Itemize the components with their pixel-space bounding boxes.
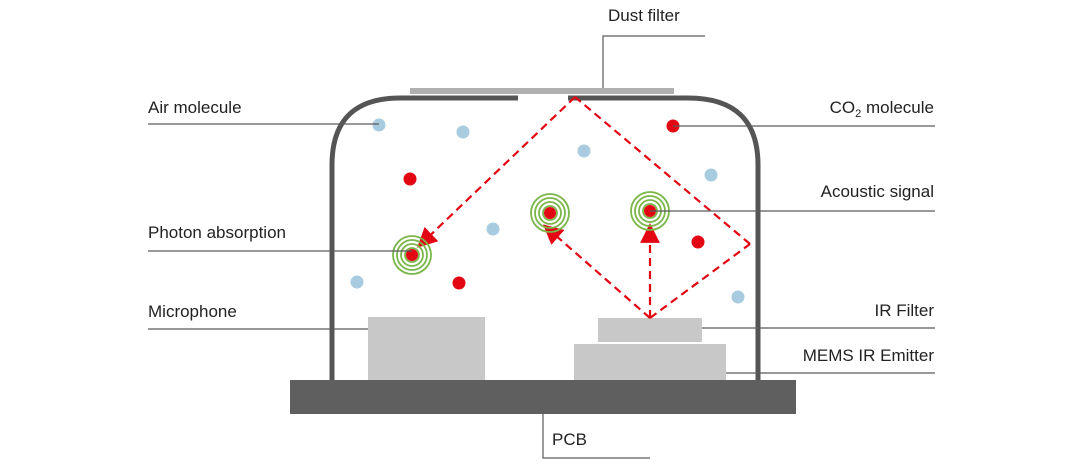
air-molecule: [577, 144, 591, 158]
label-acoustic-signal: Acoustic signal: [821, 182, 934, 201]
label-microphone: Microphone: [148, 302, 237, 321]
leader-lines: [148, 35, 935, 459]
leader-dust-filter: [602, 35, 705, 88]
air-molecule: [456, 125, 470, 139]
dust-filter: [410, 88, 674, 94]
pcb-board: [290, 380, 796, 414]
co2-molecule: [544, 207, 556, 219]
co2-prefix: CO: [830, 98, 856, 117]
mems-ir-emitter: [574, 344, 726, 380]
air-molecule: [372, 118, 386, 132]
co2-molecule: [691, 235, 705, 249]
label-pcb: PCB: [552, 430, 587, 449]
co2-molecule: [403, 172, 417, 186]
ir-beam-reflect-left: [417, 96, 576, 248]
acoustic-ring-center: [530, 193, 570, 233]
ir-beam-left-up: [543, 224, 651, 319]
label-mems-ir-emitter: MEMS IR Emitter: [803, 346, 935, 365]
ir-beams: [417, 96, 751, 319]
air-molecule: [350, 275, 364, 289]
acoustic-ring-left: [392, 235, 432, 275]
sensor-housing: [329, 95, 761, 380]
ir-filter: [598, 318, 702, 342]
microphone: [368, 317, 485, 380]
label-co2-molecule: CO2 molecule: [830, 98, 934, 120]
label-air-molecule: Air molecule: [148, 98, 242, 117]
label-dust-filter: Dust filter: [608, 6, 680, 25]
co2-suffix: molecule: [861, 98, 934, 117]
co2-subscript: 2: [855, 108, 861, 120]
co2-molecule: [452, 276, 466, 290]
ir-beam-right-up: [649, 243, 751, 319]
label-photon-absorption: Photon absorption: [148, 223, 286, 242]
air-molecule: [704, 168, 718, 182]
air-molecule: [731, 290, 745, 304]
label-ir-filter: IR Filter: [875, 301, 935, 320]
leader-pcb: [542, 414, 650, 459]
co2-molecule: [406, 249, 418, 261]
air-molecules: [350, 118, 745, 304]
ir-beam-reflect-right: [574, 96, 751, 245]
air-molecule: [486, 222, 500, 236]
